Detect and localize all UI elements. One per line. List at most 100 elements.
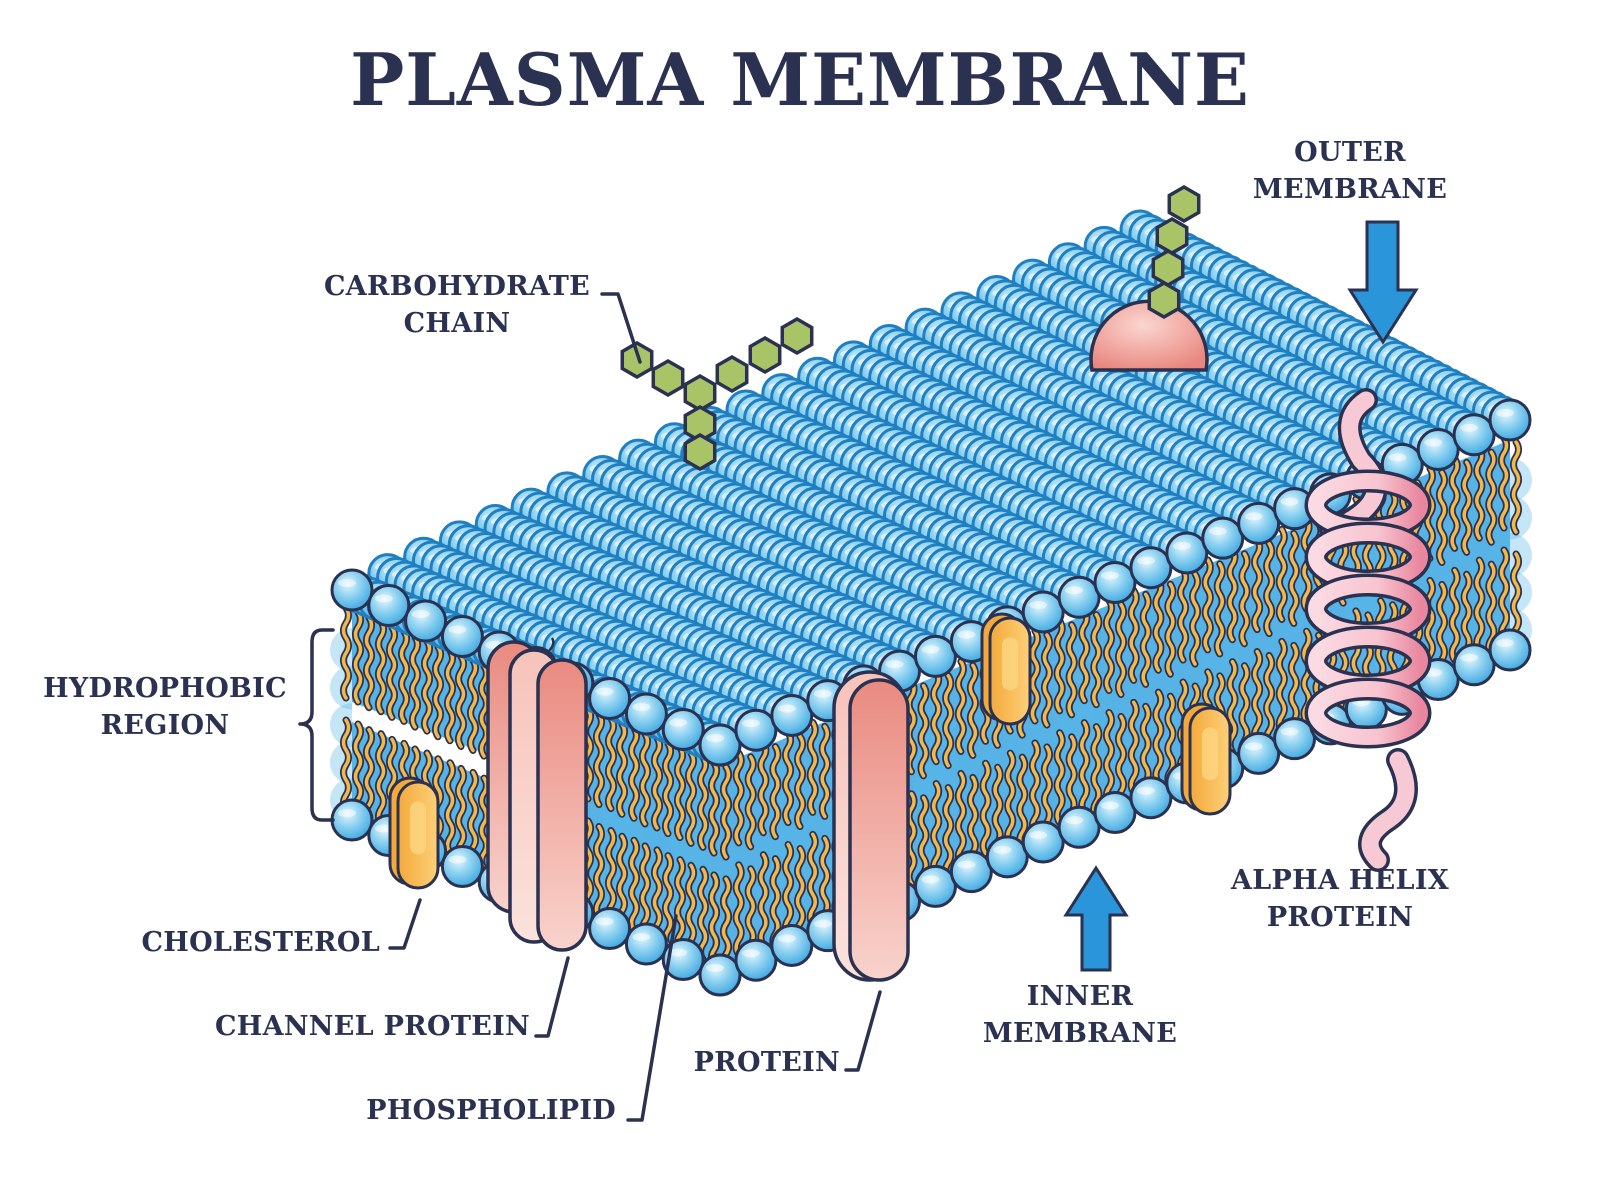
helix-tail (1361, 751, 1415, 869)
label-line: CHANNEL PROTEIN (214, 1011, 530, 1042)
sugar-hexagon (651, 358, 685, 398)
tail (410, 635, 420, 729)
tail (1450, 568, 1459, 663)
channel-protein-notch (547, 637, 555, 653)
membrane-arrows (1063, 220, 1419, 972)
label-line: HYDROPHOBIC (43, 673, 287, 704)
tail (968, 663, 978, 758)
tail (1006, 751, 1015, 845)
tail (1437, 470, 1447, 565)
tail (1055, 731, 1064, 825)
head-highlight (448, 625, 467, 634)
phospholipid-head (1057, 575, 1101, 619)
phospholipid-head (367, 584, 411, 627)
phospholipid-head (1165, 531, 1209, 575)
tail (445, 761, 455, 855)
head-highlight (338, 809, 356, 817)
head-highlight (595, 687, 614, 696)
leader-lines (298, 292, 882, 1122)
phospholipid-head (1488, 398, 1532, 442)
tail (734, 751, 743, 845)
tail (1228, 547, 1237, 642)
tail (1104, 598, 1114, 693)
tail (919, 684, 928, 778)
tail (629, 838, 639, 932)
tail (640, 732, 650, 826)
phospholipid-head (1021, 590, 1065, 634)
head-highlight (1460, 653, 1479, 662)
interior-texture (1057, 710, 1102, 755)
tail (1166, 582, 1175, 676)
label-outer-membrane: OUTER MEMBRANE (1240, 134, 1460, 208)
phospholipid-head (1129, 546, 1173, 590)
tail (353, 722, 363, 816)
phospholipid-head (1237, 731, 1281, 775)
head-highlight (1496, 639, 1514, 647)
sugar-hexagon (620, 340, 654, 380)
outer-membrane-arrow (1347, 220, 1419, 345)
tail (1277, 527, 1287, 622)
sugar-hexagon (1155, 216, 1189, 256)
tail (1141, 592, 1150, 687)
tail (981, 761, 990, 856)
tail (1129, 588, 1138, 683)
hydrophobic-bracket (298, 628, 335, 822)
tail (399, 629, 409, 724)
tail (746, 755, 755, 849)
page-title: PLASMA MEMBRANE (350, 37, 1250, 122)
tail (1499, 548, 1509, 642)
tail (479, 776, 489, 870)
tail (783, 730, 793, 825)
tail (606, 716, 616, 811)
phospholipid-head (404, 599, 448, 643)
sugar-hexagon (748, 335, 782, 375)
tail (1154, 578, 1163, 672)
head-highlight (741, 949, 760, 958)
tail (1042, 633, 1052, 727)
tail (1030, 741, 1040, 835)
head-highlight (1101, 801, 1119, 810)
label-line: CHAIN (403, 308, 511, 339)
phospholipid-head (1093, 791, 1137, 834)
tail (1277, 639, 1287, 734)
tail (808, 832, 817, 927)
tail (956, 659, 966, 754)
label-inner-membrane: INNER MEMBRANE (970, 978, 1190, 1052)
tail (1487, 562, 1496, 656)
phospholipid-head (330, 798, 374, 842)
tail (956, 771, 966, 866)
head-highlight (1280, 497, 1299, 506)
head-highlight (1388, 453, 1407, 462)
sugar-hexagon (683, 432, 717, 472)
phospholipid-head (1452, 643, 1496, 687)
tail (376, 731, 386, 826)
head-highlight (1136, 556, 1155, 565)
tail (1499, 436, 1509, 530)
tail (820, 724, 829, 819)
tail (594, 824, 604, 919)
tail (1487, 450, 1496, 544)
sugar-hexagon (780, 316, 814, 356)
label-line: MEMBRANE (982, 1018, 1178, 1049)
phospholipid-head (698, 953, 742, 997)
tail (675, 857, 685, 952)
tail (907, 792, 916, 886)
leader-protein (844, 990, 882, 1072)
tail (617, 722, 627, 816)
label-line: PHOSPHOLIPID (366, 1095, 616, 1126)
phospholipid-head (440, 615, 484, 658)
integral-protein (848, 678, 910, 982)
phospholipid-head (913, 864, 957, 908)
head-highlight (669, 718, 688, 727)
head-highlight (448, 855, 467, 864)
head-highlight (957, 860, 976, 869)
head-highlight (1460, 423, 1479, 432)
head-highlight (706, 734, 724, 742)
tail (652, 736, 662, 830)
phospholipid-head (1201, 516, 1245, 560)
sugar-hexagon (1167, 184, 1201, 224)
tail (422, 639, 432, 733)
tail (943, 785, 953, 880)
channel-protein-right (536, 658, 588, 952)
label-channel-protein: CHANNEL PROTEIN (200, 1008, 530, 1045)
